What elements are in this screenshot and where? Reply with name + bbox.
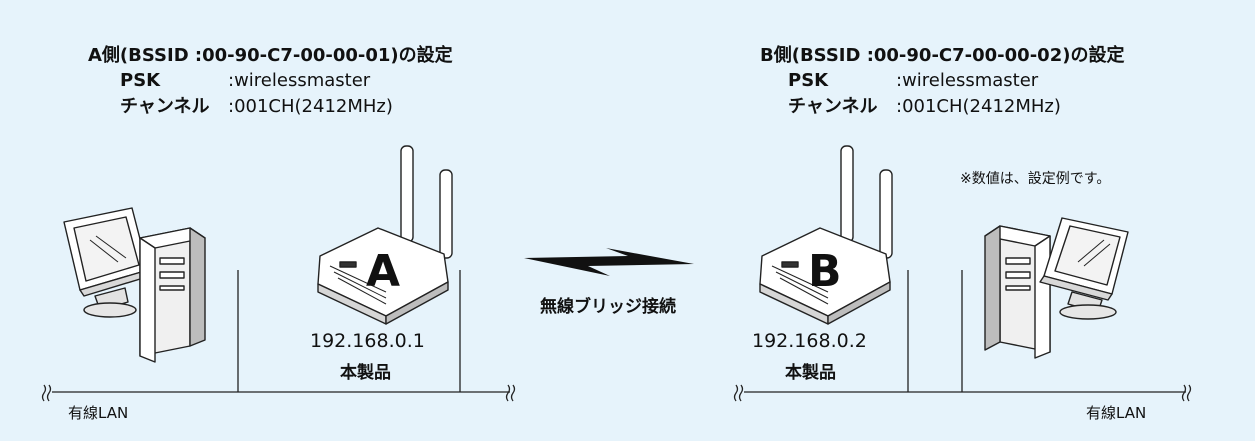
router-a-psk-row: PSK :wirelessmaster — [120, 70, 370, 92]
router-b-icon — [759, 145, 893, 325]
router-b-channel-label: チャンネル — [788, 96, 878, 117]
router-a-psk-label: PSK — [120, 70, 161, 91]
router-b-psk-value: :wirelessmaster — [896, 70, 1039, 91]
wireless-bridge-label: 無線ブリッジ接続 — [540, 297, 676, 317]
router-b-psk-label: PSK — [788, 70, 829, 91]
wired-lan-left-label: 有線LAN — [68, 404, 129, 422]
router-b-channel-value: :001CH(2412MHz) — [896, 96, 1061, 117]
wireless-link-icon — [524, 248, 694, 276]
pc-left-icon — [63, 207, 206, 363]
router-b-caption: 本製品 — [785, 363, 836, 383]
router-a-caption: 本製品 — [340, 363, 391, 383]
router-a-settings-title: A側(BSSID :00-90-C7-00-00-01)の設定 — [88, 45, 453, 66]
router-a-channel-value: :001CH(2412MHz) — [228, 96, 393, 117]
wired-lan-right — [733, 270, 1192, 402]
example-note: ※数値は、設定例です。 — [960, 171, 1111, 187]
router-a-letter: A — [366, 246, 401, 297]
wired-lan-left — [41, 270, 516, 402]
router-a-psk-value: :wirelessmaster — [228, 70, 371, 91]
router-b-channel-row: チャンネル :001CH(2412MHz) — [788, 96, 1061, 118]
router-b-ip: 192.168.0.2 — [752, 330, 867, 352]
pc-right-icon — [984, 217, 1129, 359]
router-b-settings-title: B側(BSSID :00-90-C7-00-00-02)の設定 — [760, 45, 1125, 66]
router-a-icon — [317, 145, 453, 325]
router-b-psk-row: PSK :wirelessmaster — [788, 70, 1038, 92]
wired-lan-right-label: 有線LAN — [1086, 404, 1147, 422]
router-a-channel-row: チャンネル :001CH(2412MHz) — [120, 96, 393, 118]
router-a-channel-label: チャンネル — [120, 96, 210, 117]
router-b-letter: B — [808, 246, 842, 297]
router-a-ip: 192.168.0.1 — [310, 330, 425, 352]
